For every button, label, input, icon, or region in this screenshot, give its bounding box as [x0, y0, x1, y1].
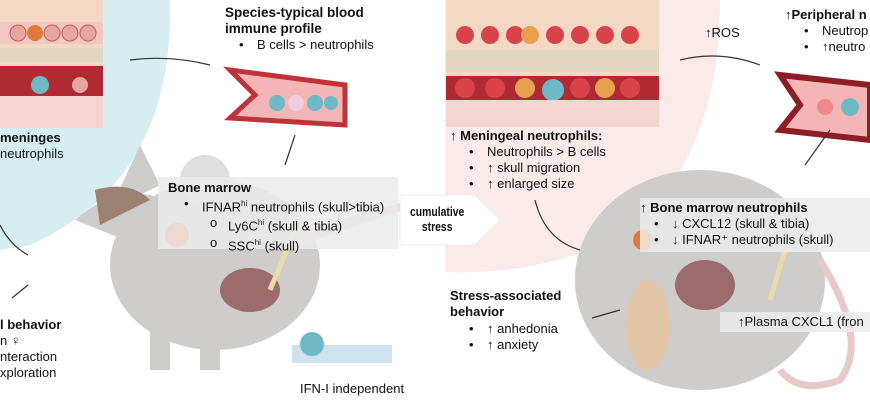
behavior-list: n ♀ nteraction xploration — [0, 333, 57, 381]
list-item: Neutrophils > B cells — [465, 144, 606, 160]
list-item: IFNARhi neutrophils (skull>tibia) — [180, 196, 398, 215]
list-item: ↓ CXCL12 (skull & tibia) — [650, 216, 870, 232]
ifn-independent-label: IFN-I independent — [300, 381, 405, 396]
meninges-item: neutrophils — [0, 146, 64, 161]
blood-profile-list: B cells > neutrophils — [235, 37, 374, 53]
bone-marrow-title: Bone marrow — [168, 180, 252, 195]
left-meninges-illustration — [0, 0, 103, 128]
right-meninges-illustration — [446, 0, 659, 127]
meninges-title: meninges — [0, 130, 61, 145]
list-item: ↑ anxiety — [465, 337, 558, 353]
bone-marrow-neutrophils-box: ↑ Bone marrow neutrophils ↓ CXCL12 (skul… — [640, 198, 870, 252]
list-item: n ♀ — [0, 333, 21, 348]
behavior-title: l behavior — [0, 317, 62, 332]
plasma-cxcl1-label: ↑Plasma CXCL1 (fron — [720, 312, 870, 332]
meningeal-title: ↑ Meningeal neutrophils: — [450, 128, 603, 143]
list-item: ↑ anhedonia — [465, 321, 558, 337]
bm-title: ↑ Bone marrow neutrophils — [640, 200, 808, 215]
peripheral-title: ↑Peripheral n — [785, 7, 867, 22]
list-item: ↑ enlarged size — [465, 176, 606, 192]
list-item: B cells > neutrophils — [235, 37, 374, 53]
ros-label: ↑ROS — [705, 25, 740, 40]
list-item: SSChi (skull) — [206, 235, 398, 254]
list-item: ↓ IFNAR⁺ neutrophils (skull) — [650, 232, 870, 248]
bone-marrow-box: Bone marrow IFNARhi neutrophils (skull>t… — [158, 177, 398, 253]
list-item: ↑ skull migration — [465, 160, 606, 176]
cumulative-stress-arrow — [399, 194, 501, 246]
list-item: Ly6Chi (skull & tibia) — [206, 215, 398, 234]
right-blood-vessel — [773, 71, 870, 144]
connector-arrows — [0, 55, 831, 319]
list-item: Neutrop — [800, 23, 868, 39]
left-blood-vessel — [223, 66, 348, 128]
meningeal-list: Neutrophils > B cells ↑ skull migration … — [465, 144, 606, 192]
list-item: nteraction — [0, 349, 58, 364]
b-cell-icon — [292, 332, 392, 363]
list-item: ↑neutro — [800, 39, 868, 55]
list-item: xploration — [0, 365, 57, 380]
stress-behavior-list: ↑ anhedonia ↑ anxiety — [465, 321, 558, 353]
peripheral-list: Neutrop ↑neutro — [800, 23, 868, 55]
